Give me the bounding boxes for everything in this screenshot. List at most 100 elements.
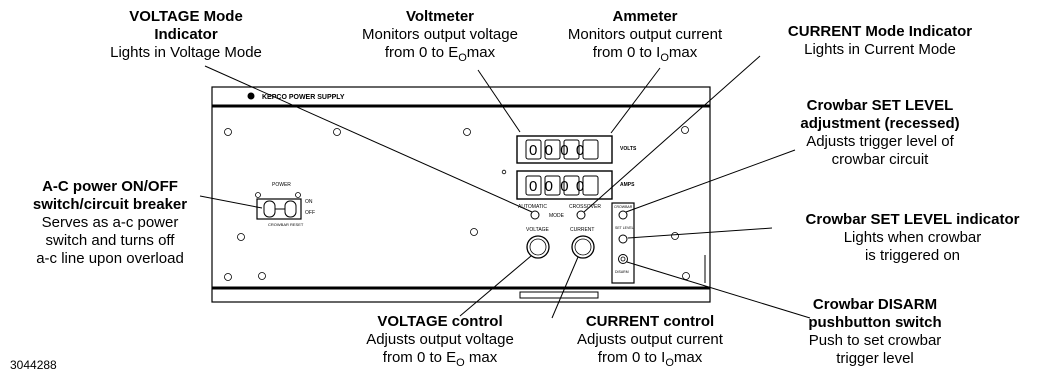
ac-power-desc-3: a-c line upon overload <box>36 250 184 267</box>
leader-lines <box>199 55 811 319</box>
power-toggle-right-icon <box>284 200 297 218</box>
voltage-control-sub: O <box>456 357 465 369</box>
current-knob-tag: CURRENT <box>570 227 594 233</box>
crowbar-set-adj-desc-1: Adjusts trigger level of <box>806 133 954 150</box>
voltage-control-callout: VOLTAGE control Adjusts output voltage f… <box>340 313 540 372</box>
ammeter-desc-2-text: from 0 to I <box>592 44 661 61</box>
current-mode-led-icon <box>576 210 586 220</box>
current-control-title: CURRENT control <box>585 313 715 330</box>
power-toggle-left-icon <box>263 200 276 218</box>
voltmeter-desc-1: Monitors output voltage <box>362 26 518 43</box>
screw-icon <box>682 272 690 280</box>
screw-icon <box>224 128 232 136</box>
voltmeter-tail: max <box>466 44 496 61</box>
digit-box <box>525 175 542 196</box>
crowbar-disarm-callout: Crowbar DISARM pushbutton switch Push to… <box>775 296 975 368</box>
ammeter-desc-1: Monitors output current <box>567 26 723 43</box>
screw-icon <box>224 273 232 281</box>
crowbar-set-ind-desc-1: Lights when crowbar <box>843 229 982 246</box>
crowbar-reset-tag: CROWBAR RESET <box>268 222 304 227</box>
voltmeter-title: Voltmeter <box>405 8 475 25</box>
current-control-desc-2-text: from 0 to I <box>597 349 666 366</box>
crowbar-tag: CROWBAR <box>614 205 633 209</box>
crowbar-set-adj-desc-2: crowbar circuit <box>831 151 929 168</box>
ammeter-frame <box>516 170 613 200</box>
voltage-mode-led-icon <box>530 210 540 220</box>
ammeter-readout: 0000 <box>529 178 592 195</box>
digit-box <box>563 139 580 160</box>
current-mode-callout: CURRENT Mode Indicator Lights in Current… <box>770 23 990 59</box>
screw-icon <box>470 228 478 236</box>
crowbar-disarm-title-2: pushbutton switch <box>808 314 942 331</box>
current-control-tail: max <box>673 349 703 366</box>
crowbar-set-adj-title-2: adjustment (recessed) <box>800 115 960 132</box>
voltage-mode-title-2: Indicator <box>154 26 218 43</box>
voltage-knob-icon <box>526 235 550 259</box>
crowbar-set-ind-title: Crowbar SET LEVEL indicator <box>805 211 1020 228</box>
voltage-control-desc-2: from 0 to EO max <box>340 349 540 372</box>
voltmeter-digit-boxes <box>525 139 599 160</box>
screw-icon <box>681 126 689 134</box>
screw-icon <box>463 128 471 136</box>
power-tag: POWER <box>272 182 291 188</box>
voltage-mode-title-1: VOLTAGE Mode <box>129 8 243 25</box>
screw-icon <box>671 232 679 240</box>
ac-power-title-1: A-C power ON/OFF <box>42 178 178 195</box>
ac-power-title-2: switch/circuit breaker <box>32 196 188 213</box>
off-tag: OFF <box>305 210 315 216</box>
crowbar-disarm-title-1: Crowbar DISARM <box>812 296 938 313</box>
ammeter-digit-boxes <box>525 175 599 196</box>
crowbar-disarm-desc-1: Push to set crowbar <box>808 332 942 349</box>
ammeter-callout: Ammeter Monitors output current from 0 t… <box>545 8 745 67</box>
crowbar-set-ind-desc-2: is triggered on <box>864 247 961 264</box>
mode-tag: MODE <box>549 213 565 219</box>
ac-power-desc-2: switch and turns off <box>45 232 175 249</box>
digit-box <box>544 175 561 196</box>
current-mode-desc: Lights in Current Mode <box>804 41 956 58</box>
leader-voltmeter <box>477 69 521 133</box>
ac-power-callout: A-C power ON/OFF switch/circuit breaker … <box>10 178 210 268</box>
volts-tag: VOLTS <box>620 146 637 152</box>
ammeter-title: Ammeter <box>612 8 678 25</box>
crowbar-set-ind-callout: Crowbar SET LEVEL indicator Lights when … <box>775 211 1050 265</box>
current-control-desc-1: Adjusts output current <box>577 331 723 348</box>
voltmeter-readout: 0000 <box>529 142 592 159</box>
ac-power-desc-1: Serves as a-c power <box>41 214 179 231</box>
crossover-tag: CROSSOVER <box>569 204 601 210</box>
crowbar-set-level-led-icon <box>618 234 628 244</box>
panel-bottom-tab <box>519 291 599 299</box>
current-knob-icon <box>571 235 595 259</box>
automatic-tag: AUTOMATIC <box>518 204 547 210</box>
voltage-control-desc-2-text: from 0 to E <box>382 349 457 366</box>
digit-box <box>582 139 599 160</box>
crowbar-panel <box>611 202 635 284</box>
voltmeter-frame <box>516 135 613 164</box>
current-control-sub: O <box>665 357 674 369</box>
digit-box <box>563 175 580 196</box>
digit-box <box>582 175 599 196</box>
leader-ammeter <box>610 67 661 134</box>
digit-box <box>525 139 542 160</box>
panel-screws <box>224 126 690 281</box>
screw-icon <box>333 128 341 136</box>
voltmeter-sub: O <box>458 52 467 64</box>
ammeter-desc-2: from 0 to IOmax <box>545 44 745 67</box>
leader-voltage-control <box>459 255 532 317</box>
on-tag: ON <box>305 199 313 205</box>
power-screw-icon <box>295 192 301 198</box>
crowbar-set-adj-callout: Crowbar SET LEVEL adjustment (recessed) … <box>775 97 985 169</box>
power-switch-frame <box>256 198 302 220</box>
screw-icon <box>237 233 245 241</box>
panel-outline <box>211 86 711 303</box>
amps-tag: AMPS <box>620 182 635 188</box>
voltmeter-desc-2-text: from 0 to E <box>384 44 459 61</box>
leader-voltage-mode <box>204 65 533 213</box>
screw-icon <box>501 169 507 175</box>
voltage-mode-callout: VOLTAGE Mode Indicator Lights in Voltage… <box>98 8 274 62</box>
crowbar-set-adj-title-1: Crowbar SET LEVEL <box>806 97 954 114</box>
current-knob-inner <box>574 238 592 256</box>
voltage-knob-inner <box>529 238 547 256</box>
voltage-control-desc-1: Adjusts output voltage <box>366 331 514 348</box>
voltmeter-callout: Voltmeter Monitors output voltage from 0… <box>340 8 540 67</box>
brand-text: KEPCO POWER SUPPLY <box>262 94 345 101</box>
